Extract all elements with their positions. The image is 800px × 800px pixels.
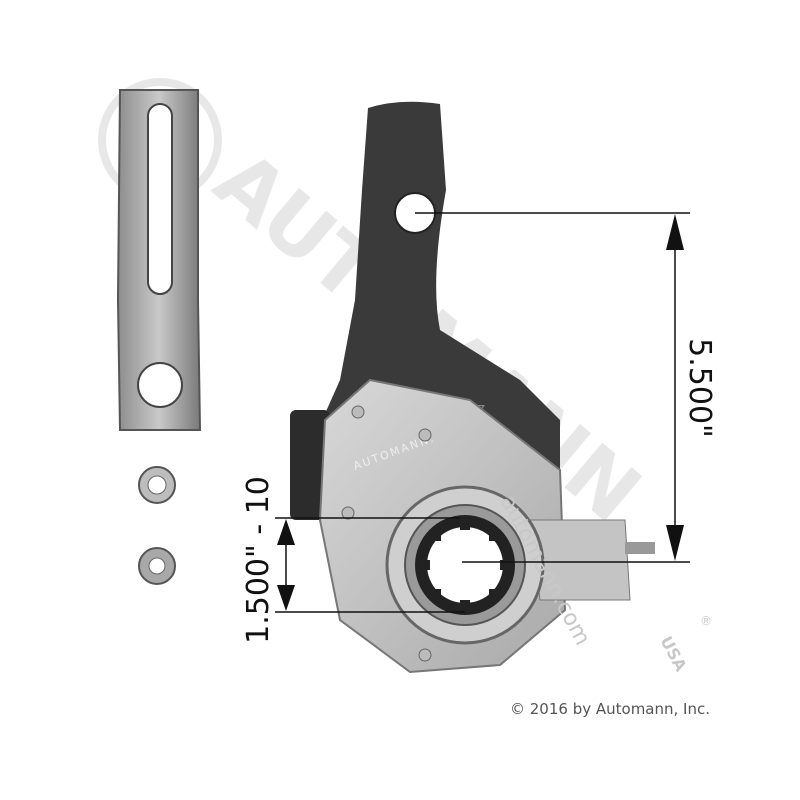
copyright-text: © 2016 by Automann, Inc. [509,700,710,718]
nut [138,547,176,585]
dimension-spline [275,517,465,613]
washer [138,466,176,504]
mounting-bracket [116,89,202,431]
arm-length-label: 5.500" [682,338,717,438]
watermark-region: USA [656,633,690,675]
slack-adjuster: ZO.LT AUTOMANN. [290,101,655,674]
spline-label: 1.500" - 10 [241,476,276,644]
dimension-arm-length [415,212,690,563]
watermark-registered: ® [700,614,712,628]
